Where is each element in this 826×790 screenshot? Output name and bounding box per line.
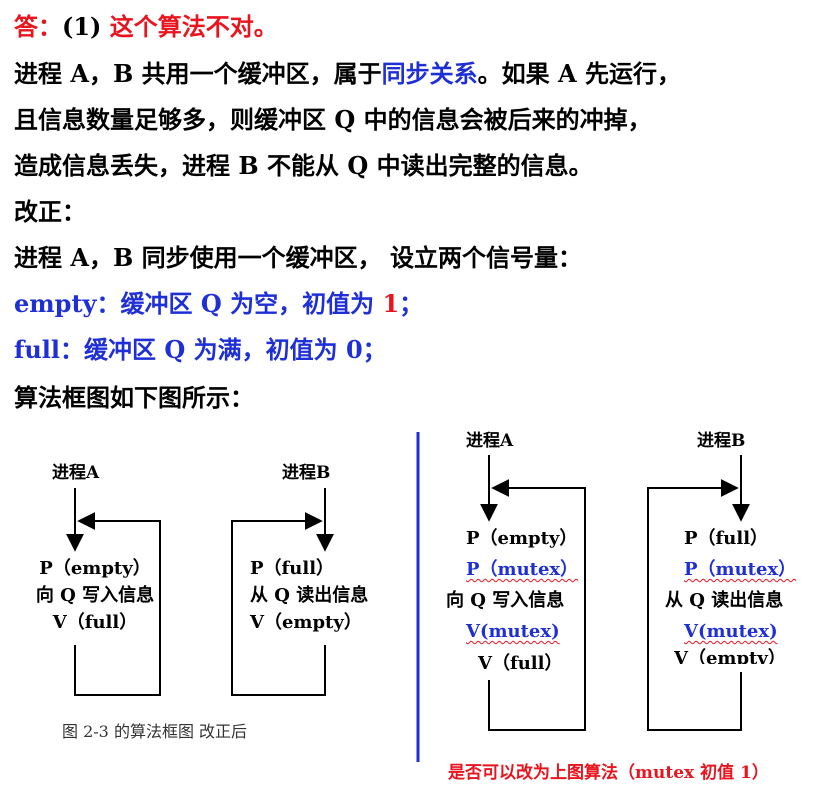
right-b-read: 从 Q 读出信息: [665, 590, 784, 611]
right-note: 是否可以改为上图算法（mutex 初值 1）: [448, 763, 769, 783]
right-process-b-flow: [647, 455, 750, 731]
right-a-p-mutex: P（mutex）: [466, 559, 579, 580]
semaphore-empty-end: ；: [399, 289, 424, 318]
left-caption: 图 2-3 的算法框图 改正后: [62, 722, 248, 741]
right-a-v-mutex: V(mutex): [466, 621, 560, 642]
answer-line: 答：(1) 这个算法不对。: [14, 12, 278, 42]
para1-line1-a: 进程 A，B 共用一个缓冲区，属于: [14, 59, 382, 88]
left-a-v-full: V（full）: [52, 612, 138, 633]
diagram-intro: 算法框图如下图所示：: [14, 383, 254, 412]
left-a-p-empty: P（empty）: [39, 558, 151, 579]
left-b-p-full: P（full）: [250, 558, 335, 579]
answer-number: (1): [62, 12, 102, 41]
left-process-b-flow: [231, 488, 334, 696]
right-b-p-mutex: P（mutex）: [684, 559, 797, 580]
fix-line: 进程 A，B 同步使用一个缓冲区， 设立两个信号量：: [14, 243, 582, 272]
right-a-p-empty: P（empty）: [466, 528, 578, 549]
semaphore-full: full：缓冲区 Q 为满，初值为 0；: [14, 335, 387, 364]
left-b-v-empty: V（empty）: [250, 612, 362, 633]
semaphore-empty-text: empty：缓冲区 Q 为空，初值为: [14, 289, 383, 318]
semaphore-empty: empty：缓冲区 Q 为空，初值为 1；: [14, 289, 423, 319]
right-a-write: 向 Q 写入信息: [446, 590, 565, 611]
answer-verdict: 这个算法不对。: [109, 12, 278, 41]
right-b-v-mutex: V(mutex): [684, 621, 778, 642]
left-label-process-b: 进程B: [282, 463, 331, 483]
left-b-read: 从 Q 读出信息: [250, 585, 369, 606]
right-a-v-full: V（full）: [478, 653, 563, 674]
right-label-process-a: 进程A: [466, 431, 514, 451]
right-b-v-empty: V（emptv）: [674, 648, 786, 664]
answer-label: 答：: [14, 12, 62, 41]
left-a-write: 向 Q 写入信息: [35, 585, 155, 606]
left-label-process-a: 进程A: [52, 463, 100, 483]
para1-line1-c: 。如果 A 先运行，: [477, 59, 681, 88]
right-b-p-full: P（full）: [684, 528, 769, 549]
right-process-a-flow: [480, 455, 586, 731]
para1-line3: 造成信息丢失，进程 B 不能从 Q 中读出完整的信息。: [14, 151, 593, 180]
fix-label: 改正：: [14, 197, 86, 226]
sync-relation-term: 同步关系: [381, 59, 478, 88]
left-process-a-flow: [66, 488, 161, 696]
semaphore-empty-init: 1: [382, 289, 400, 318]
right-label-process-b: 进程B: [697, 431, 746, 451]
para1-line1: 进程 A，B 共用一个缓冲区，属于同步关系。如果 A 先运行，: [14, 59, 681, 89]
para1-line2: 且信息数量足够多，则缓冲区 Q 中的信息会被后来的冲掉，: [14, 105, 652, 134]
